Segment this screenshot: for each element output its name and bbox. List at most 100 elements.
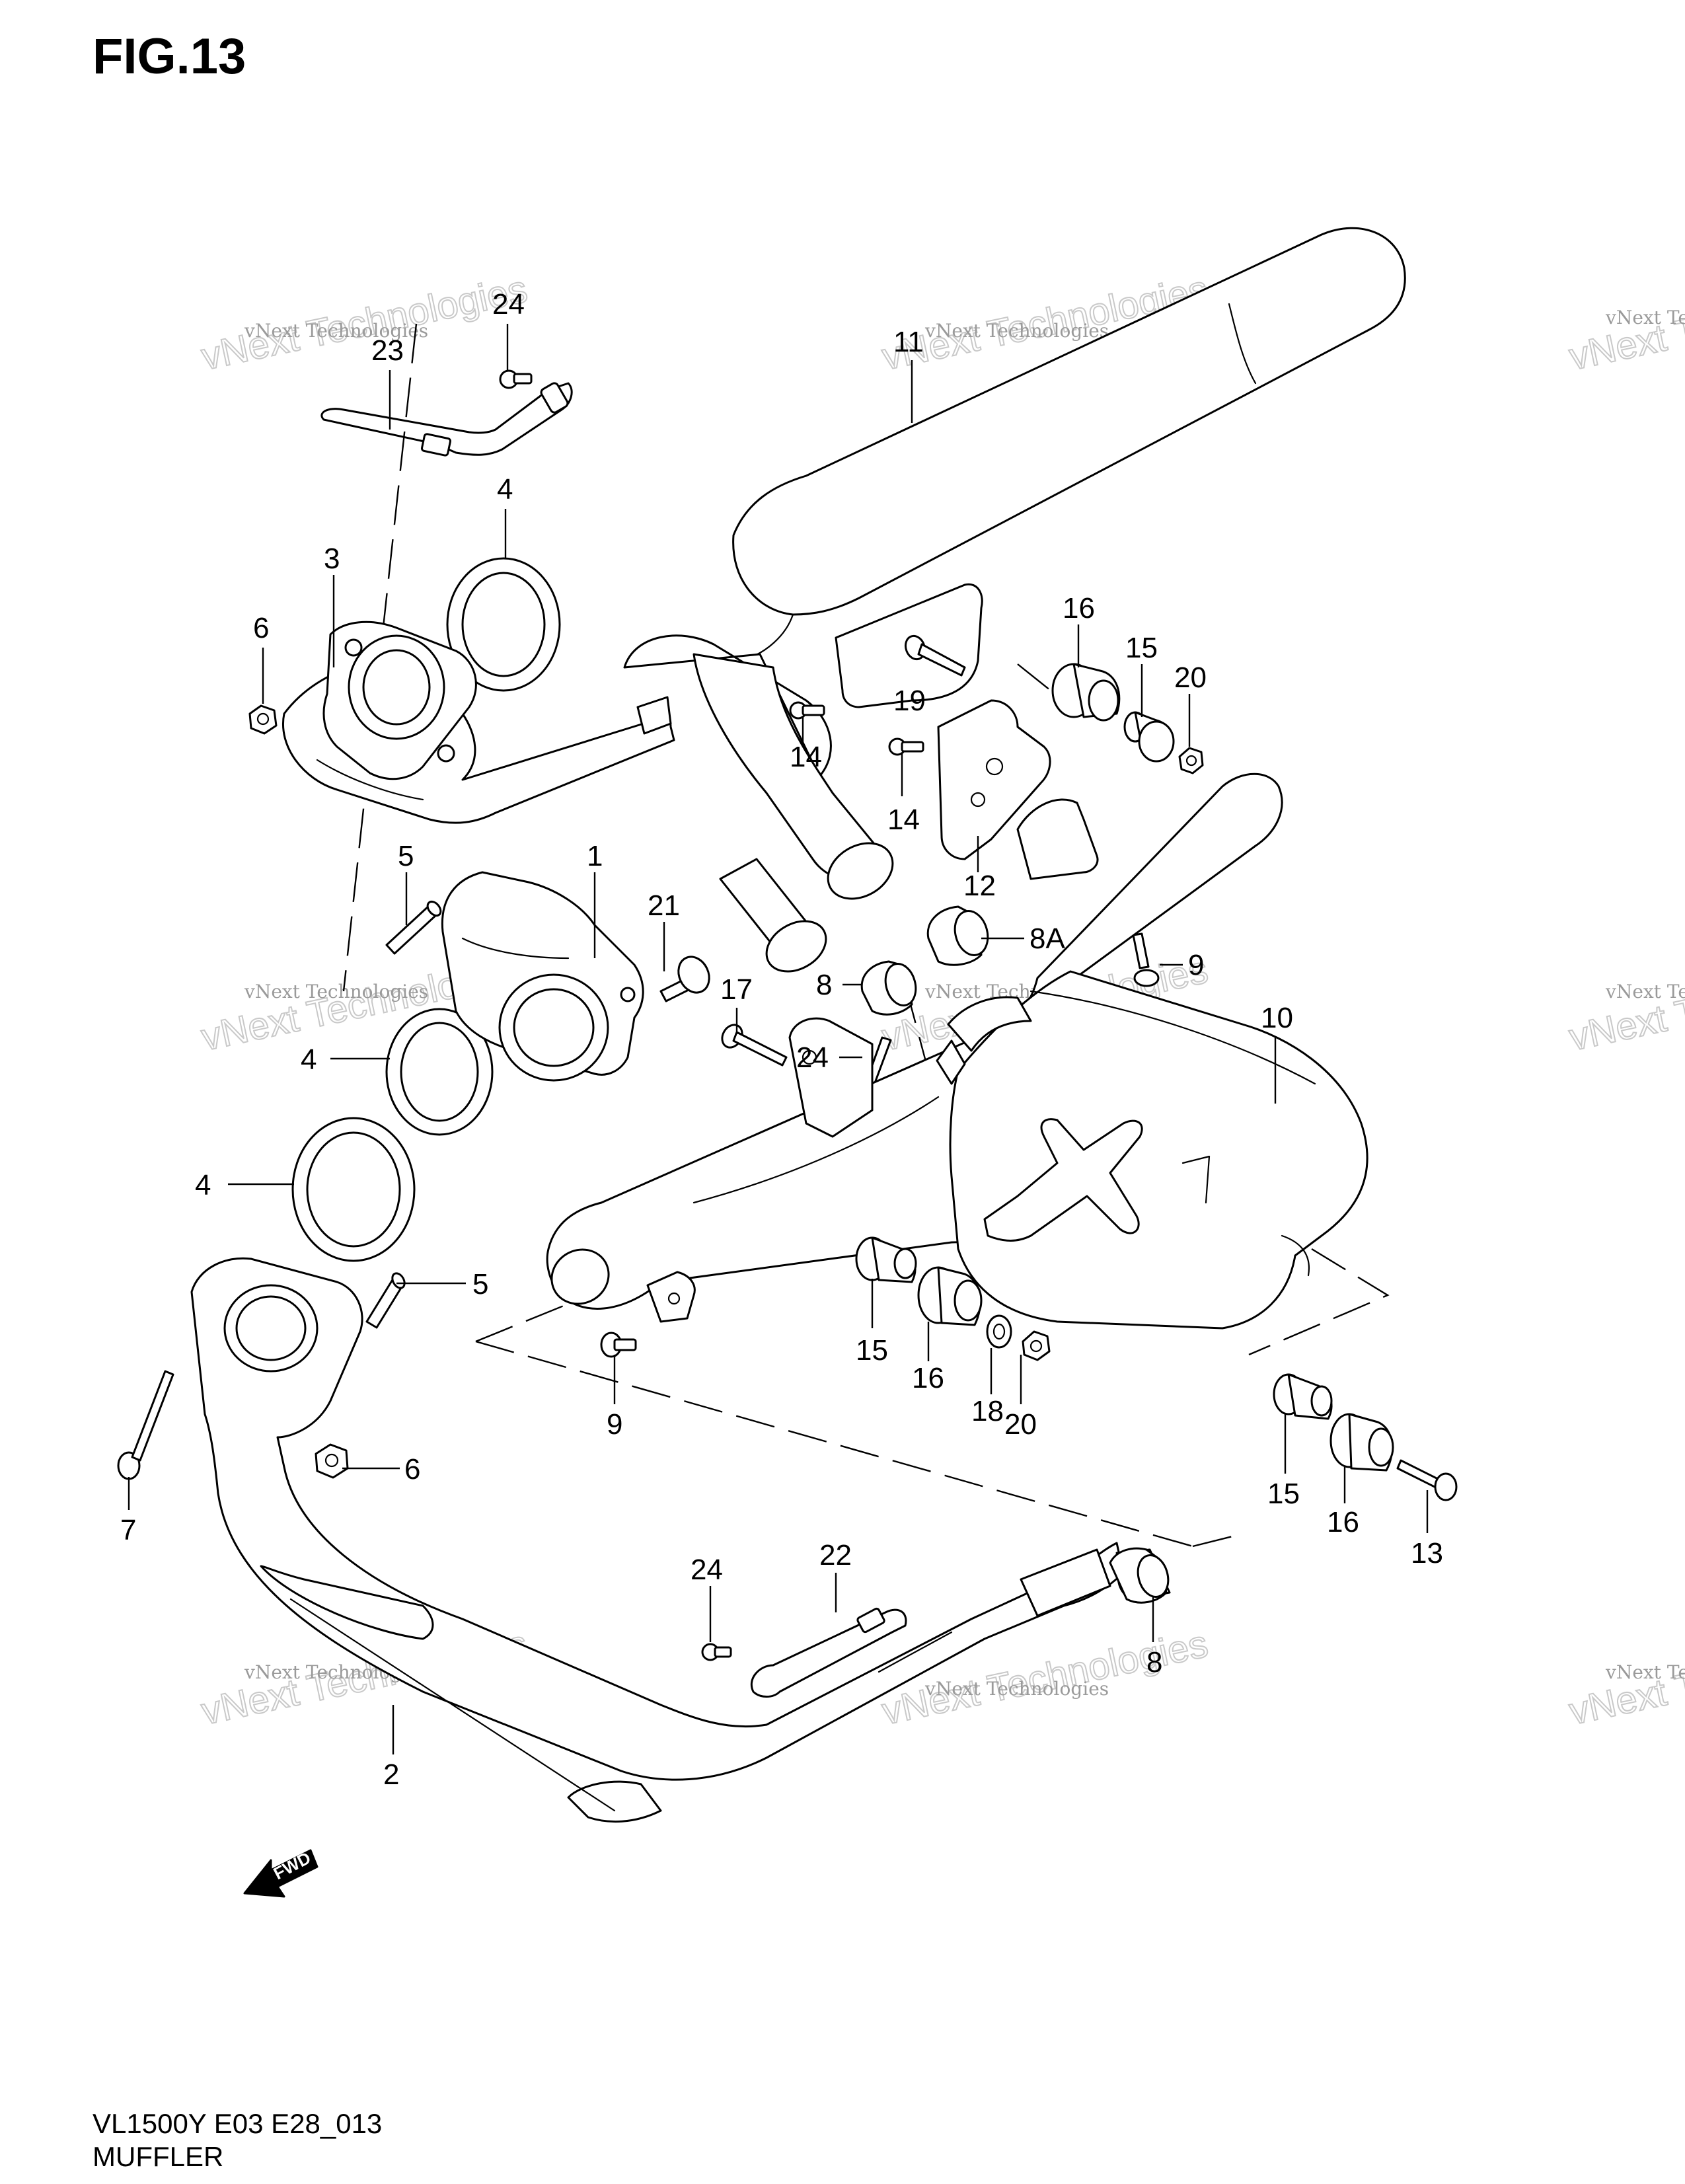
part-18-washer (986, 1314, 1012, 1349)
watermark-mid-right: vNext Technologies vNext Technologies (1565, 948, 1685, 1060)
callout-7: 7 (120, 1514, 136, 1546)
callout-4: 4 (497, 473, 513, 506)
callout-18: 18 (971, 1395, 1004, 1427)
part-16-cushion-lower (917, 1266, 983, 1326)
callout-12: 12 (963, 870, 996, 902)
watermark-big: vNext Technologies (1565, 948, 1685, 1059)
callout-13: 13 (1411, 1537, 1443, 1569)
guide-line-left-stub (475, 1297, 582, 1343)
leader-lines (128, 324, 1429, 1754)
figure-name: MUFFLER (93, 2141, 224, 2172)
guide-line-bracket (1248, 1248, 1390, 1356)
callout-6: 6 (253, 612, 269, 644)
callout-15: 15 (856, 1334, 888, 1367)
part-22-strap-lower (750, 1607, 907, 1698)
watermark-small: vNext Technologies (244, 981, 428, 1002)
callout-16: 16 (1063, 592, 1095, 624)
callout-1: 1 (587, 840, 603, 872)
part-8-sleeve-middle (860, 960, 917, 1016)
part-13-bolt (1396, 1459, 1458, 1501)
callout-8: 8 (816, 969, 832, 1001)
callout-21: 21 (648, 889, 680, 922)
callout-23: 23 (371, 334, 404, 367)
callout-10: 10 (1261, 1002, 1293, 1034)
part-15-collar-lower (855, 1236, 917, 1283)
callout-20: 20 (1174, 661, 1207, 694)
callout-5: 5 (472, 1268, 488, 1300)
figure-title: FIG.13 (93, 28, 246, 85)
guide-line-right-stub (1192, 1535, 1233, 1548)
watermark-top-left: vNext Technologies vNext Technologies (197, 267, 531, 379)
callout-6: 6 (404, 1453, 420, 1486)
part-9-bolt-upper (1132, 932, 1160, 987)
watermark-small: vNext Technologies (924, 320, 1109, 342)
part-5-stud-lower (365, 1272, 406, 1329)
callout-14: 14 (790, 741, 822, 773)
part-7-bolt (117, 1370, 174, 1480)
part-10-muffler-lower (546, 772, 1368, 1330)
part-11-rear-muffler-upper (623, 227, 1406, 973)
callout-4: 4 (301, 1043, 317, 1076)
callout-9: 9 (1188, 949, 1204, 981)
callout-9: 9 (607, 1408, 622, 1441)
part-20-nut-upper (1178, 747, 1204, 774)
callout-15: 15 (1267, 1478, 1300, 1510)
part-24-screw-lower (701, 1643, 732, 1661)
callout-16: 16 (1327, 1506, 1359, 1538)
watermark-top-right: vNext Technologies vNext Technologies (1565, 267, 1685, 379)
fwd-arrow-icon: FWD (243, 1848, 318, 1898)
part-5-stud-upper (385, 900, 442, 955)
callout-4: 4 (195, 1169, 211, 1201)
watermark-bottom-right: vNext Technologies vNext Technologies (1565, 1622, 1685, 1734)
callout-labels: 24 23 11 4 3 6 16 15 20 19 14 14 12 5 1 … (120, 288, 1443, 1791)
callout-15: 15 (1125, 632, 1158, 664)
guide-line-long (475, 1340, 1193, 1548)
callout-14: 14 (887, 804, 920, 836)
part-21-bolt (659, 956, 710, 1002)
part-23-strap-upper (320, 382, 573, 457)
callout-24: 24 (691, 1554, 723, 1586)
part-3-exhaust-pipe-front-upper (282, 621, 675, 824)
watermark-small: vNext Technologies (1605, 1661, 1685, 1683)
watermark-small: vNext Technologies (1605, 307, 1685, 328)
watermark-small: vNext Technologies (924, 1678, 1109, 1700)
callout-2: 2 (383, 1758, 399, 1791)
callout-8: 8 (1146, 1646, 1162, 1678)
callout-8a: 8A (1030, 923, 1065, 955)
watermark-small: vNext Technologies (244, 320, 428, 342)
callout-19: 19 (893, 685, 926, 717)
callout-24: 24 (492, 288, 525, 320)
part-14-bolt-a (789, 701, 825, 720)
part-12-bracket (937, 699, 1099, 880)
part-6-nut-lower (315, 1443, 349, 1479)
part-4-gasket-lower (291, 1117, 416, 1262)
part-14-bolt-b (888, 737, 924, 756)
part-15-collar-right (1273, 1373, 1333, 1420)
part-17-bolt (721, 1024, 788, 1067)
part-9-bolt-lower (600, 1332, 637, 1358)
part-4-gasket-upper (446, 557, 561, 692)
part-4-gasket-middle (385, 1008, 494, 1136)
part-8-sleeve-lower (1109, 1547, 1170, 1604)
part-8a-sleeve (926, 905, 989, 966)
callout-17: 17 (720, 973, 753, 1006)
callout-24: 24 (796, 1041, 829, 1074)
callout-22: 22 (819, 1539, 852, 1571)
part-24-screw-upper (499, 369, 533, 389)
callout-5: 5 (398, 840, 414, 872)
part-16-cushion-right (1329, 1413, 1394, 1472)
part-16-cushion-upper (1051, 663, 1121, 722)
part-2-exhaust-pipe-lower (190, 1257, 1171, 1823)
figure-code: VL1500Y E03 E28_013 (93, 2108, 383, 2139)
watermark-small: vNext Technologies (1605, 981, 1685, 1002)
callout-11: 11 (893, 326, 924, 358)
part-6-nut-upper (248, 704, 278, 735)
part-20-nut-lower (1022, 1330, 1051, 1361)
callout-20: 20 (1004, 1408, 1037, 1441)
part-19-bolt (904, 634, 966, 677)
callout-16: 16 (912, 1362, 944, 1394)
callout-3: 3 (324, 543, 340, 575)
part-1-exhaust-joint (441, 871, 644, 1082)
